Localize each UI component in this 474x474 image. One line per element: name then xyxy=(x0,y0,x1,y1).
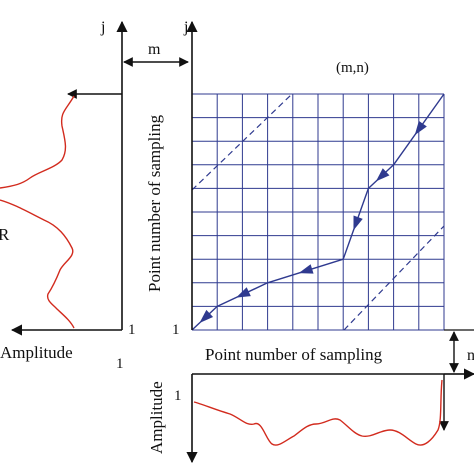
below-one-label: 1 xyxy=(116,356,124,372)
warping-path-arrowhead xyxy=(414,120,427,136)
grid-one-label: 1 xyxy=(172,322,180,338)
n-fragment-label: n xyxy=(467,347,474,364)
grid-j-label: j xyxy=(183,19,188,36)
warping-path-arrowhead xyxy=(375,168,390,182)
r-fragment-label: R xyxy=(0,225,10,244)
left-amplitude-label: Amplitude xyxy=(0,343,73,362)
band-upper-dashed-line xyxy=(191,93,293,191)
warping-grid xyxy=(191,93,445,331)
x-axis-title: Point number of sampling xyxy=(205,345,383,364)
warping-path-arrowhead xyxy=(353,215,363,231)
warping-path-arrowhead xyxy=(236,287,251,298)
left-signal-curve xyxy=(0,95,75,329)
left-j-label: j xyxy=(100,19,105,36)
y-axis-title: Point number of sampling xyxy=(145,114,164,292)
bottom-signal-curve xyxy=(193,379,443,446)
bottom-one-label: 1 xyxy=(174,388,182,404)
left-one-label: 1 xyxy=(128,322,136,338)
m-label: m xyxy=(148,41,161,58)
warping-path-arrowhead xyxy=(199,309,214,323)
warping-path xyxy=(191,93,445,331)
warping-path-arrowhead xyxy=(298,264,314,274)
band-lower-dashed-line xyxy=(343,225,445,331)
mn-label: (m,n) xyxy=(336,60,369,76)
bottom-amplitude-label: Amplitude xyxy=(147,381,166,454)
